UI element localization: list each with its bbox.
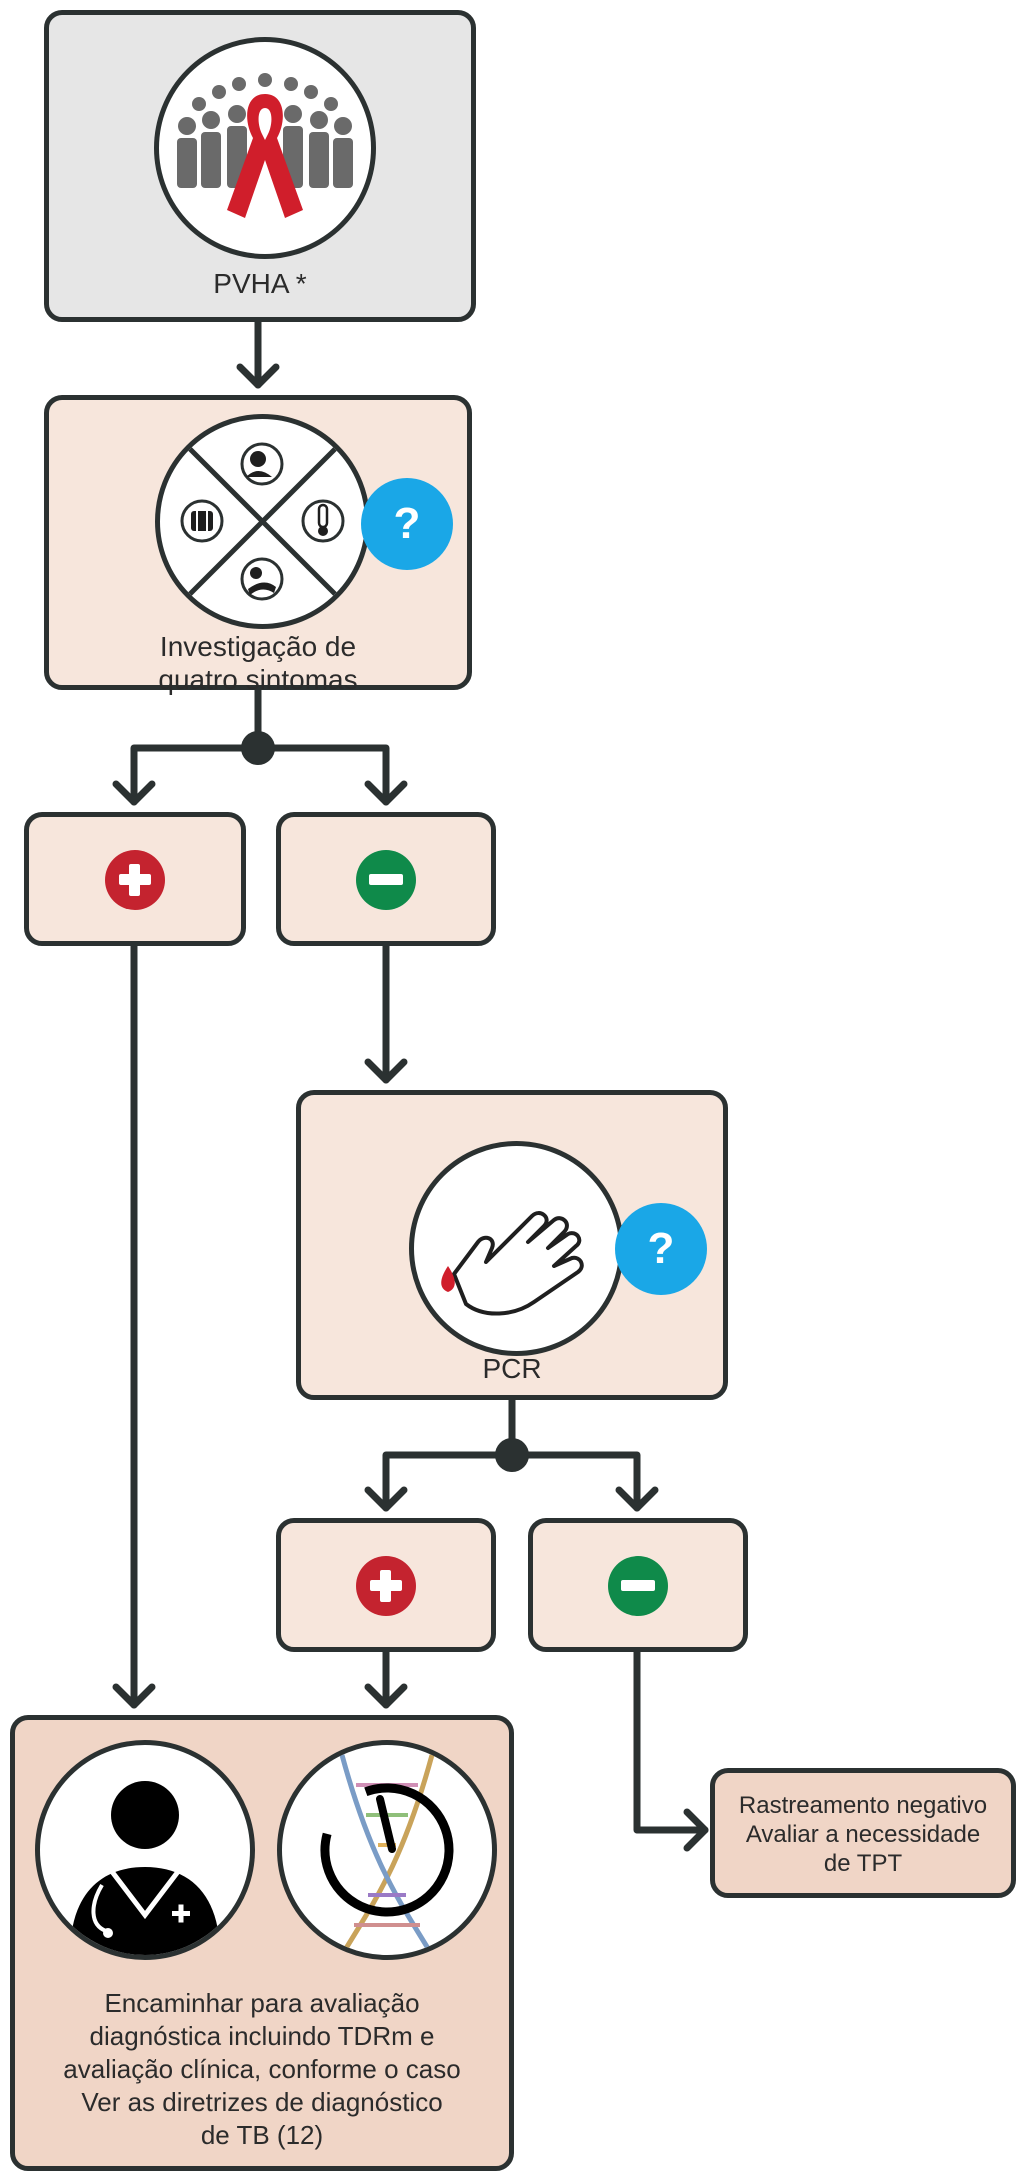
arrowhead-pcr-plus bbox=[364, 1486, 408, 1512]
split-dot-top bbox=[241, 731, 275, 765]
negative-badge bbox=[608, 1556, 668, 1616]
symptoms-box: ? Investigação de quatro sintomas bbox=[44, 395, 472, 695]
people-ribbon-icon bbox=[177, 73, 353, 218]
finger-prick-icon bbox=[441, 1211, 584, 1316]
pcr-box: ? PCR bbox=[296, 1090, 728, 1400]
arrowhead-symptoms bbox=[236, 363, 280, 389]
arrowhead-negative bbox=[683, 1808, 709, 1852]
doctor-icon bbox=[70, 1781, 220, 1955]
positive-badge bbox=[105, 850, 165, 910]
connector-split-right bbox=[254, 744, 390, 806]
question-badge-pcr: ? bbox=[615, 1203, 707, 1295]
pcr-positive-box bbox=[276, 1518, 496, 1652]
four-symptoms-icon bbox=[180, 442, 345, 601]
dna-timer-icon bbox=[320, 1754, 454, 1955]
ribbon-shape bbox=[227, 94, 303, 218]
referral-label: Encaminhar para avaliação diagnóstica in… bbox=[63, 1988, 461, 2150]
connector-pcr-split-left bbox=[382, 1451, 516, 1512]
arrowhead-referral-left bbox=[112, 1683, 156, 1709]
pcr-negative-box bbox=[528, 1518, 748, 1652]
pvha-icon-circle bbox=[154, 37, 376, 259]
cough-icon bbox=[240, 442, 284, 486]
arrowhead-left-plus bbox=[112, 780, 156, 806]
pcr-icon-circle bbox=[409, 1141, 624, 1356]
symptoms-icon-circle bbox=[155, 414, 370, 629]
night-sweat-icon bbox=[240, 557, 284, 601]
arrowhead-pcr-minus bbox=[615, 1486, 659, 1512]
symptoms-positive-box bbox=[24, 812, 246, 946]
symptoms-label: Investigação de quatro sintomas bbox=[158, 631, 358, 695]
negative-result-label: Rastreamento negativo Avaliar a necessid… bbox=[738, 1792, 988, 1877]
symptoms-negative-box bbox=[276, 812, 496, 946]
dna-icon-circle bbox=[277, 1740, 497, 1960]
negative-result-box: Rastreamento negativo Avaliar a necessid… bbox=[710, 1768, 1016, 1898]
negative-badge bbox=[356, 850, 416, 910]
pvha-label: PVHA * bbox=[213, 268, 307, 299]
thermometer-icon bbox=[301, 499, 345, 543]
split-dot-pcr bbox=[495, 1438, 529, 1472]
arrowhead-referral-right bbox=[364, 1683, 408, 1709]
blood-drop-icon bbox=[441, 1266, 455, 1292]
question-mark-icon: ? bbox=[647, 1224, 675, 1273]
connector-pcrminus-negative bbox=[633, 1648, 709, 1834]
connector-pcr-split-right bbox=[508, 1451, 641, 1512]
positive-badge bbox=[356, 1556, 416, 1616]
pvha-box: PVHA * bbox=[44, 10, 476, 322]
weight-loss-icon bbox=[180, 499, 224, 543]
arrowhead-right-minus bbox=[364, 780, 408, 806]
connector-split-left bbox=[130, 744, 262, 806]
doctor-icon-circle bbox=[35, 1740, 255, 1960]
referral-box: Encaminhar para avaliação diagnóstica in… bbox=[10, 1715, 514, 2171]
arrowhead-pcr bbox=[364, 1058, 408, 1084]
question-mark-icon: ? bbox=[393, 499, 421, 548]
pcr-label: PCR bbox=[482, 1353, 542, 1384]
question-badge-symptoms: ? bbox=[361, 478, 453, 570]
